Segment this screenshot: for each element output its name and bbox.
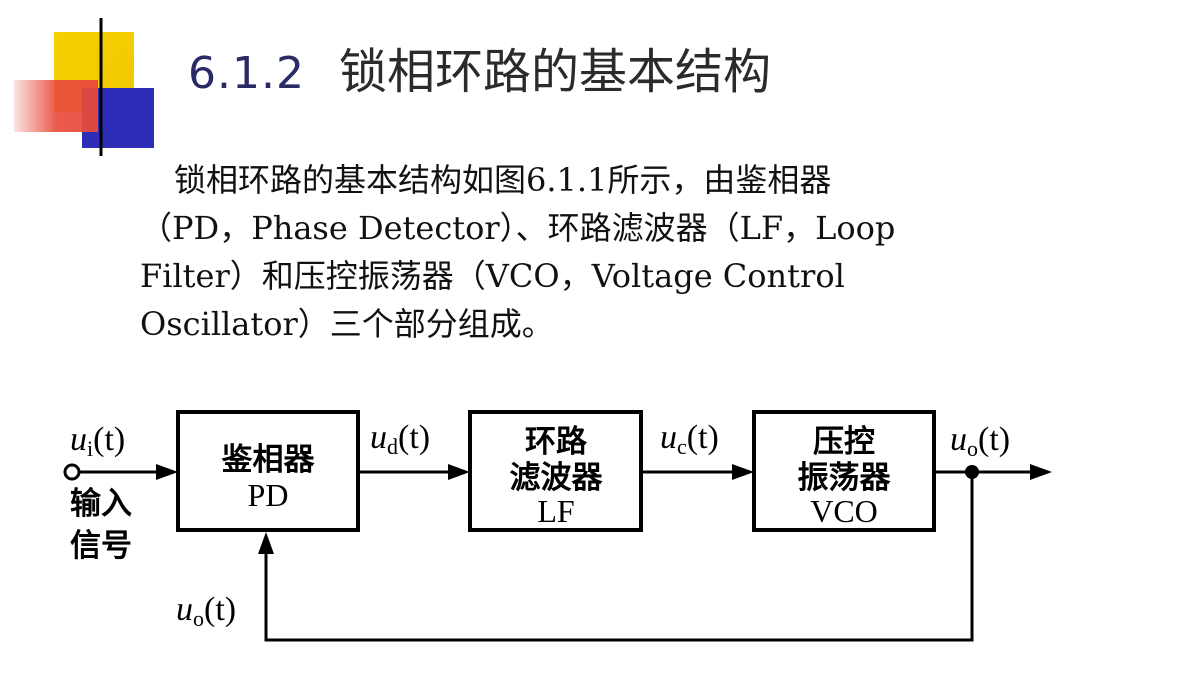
lf-block-en-label: LF	[537, 493, 574, 529]
input-terminal	[63, 463, 81, 481]
pd-block-en-label: PD	[248, 477, 289, 513]
input-label-line-2: 信号	[70, 528, 132, 564]
lf-block-cn-label-1: 环路	[525, 424, 588, 460]
vco-block-cn-label-1: 压控	[813, 424, 875, 460]
vco-block-en-label: VCO	[810, 493, 878, 529]
lf-block: 环路 滤波器 LF	[468, 410, 643, 532]
input-signal-label: ui(t)	[70, 421, 125, 461]
deco-red-square	[14, 80, 98, 132]
vco-block-cn-label-2: 振荡器	[798, 460, 892, 496]
input-arrowhead	[156, 464, 178, 480]
title-text: 锁相环路的基本结构	[338, 44, 771, 100]
lf-vco-arrowhead	[732, 464, 754, 480]
paragraph-line: Oscillator）三个部分组成。	[140, 305, 554, 343]
description-paragraph: 锁相环路的基本结构如图6.1.1所示，由鉴相器 （PD，Phase Detect…	[140, 156, 1020, 348]
paragraph-line: Filter）和压控振荡器（VCO，Voltage Control	[140, 257, 845, 295]
vco-output-signal-label: uo(t)	[950, 421, 1010, 461]
feedback-arrowhead	[258, 532, 274, 554]
pd-block-cn-label: 鉴相器	[221, 442, 316, 478]
feedback-wire	[264, 472, 974, 642]
pd-output-signal-label: ud(t)	[370, 419, 430, 459]
feedback-signal-label: uo(t)	[176, 591, 236, 631]
vco-block: 压控 振荡器 VCO	[752, 410, 936, 532]
pd-lf-arrowhead	[448, 464, 470, 480]
pd-block: 鉴相器 PD	[176, 410, 360, 532]
slide-title: 6.1.2 锁相环路的基本结构	[188, 40, 771, 106]
corner-decoration	[14, 18, 1000, 156]
paragraph-line: 锁相环路的基本结构如图6.1.1所示，由鉴相器	[174, 161, 832, 199]
output-arrowhead	[1030, 464, 1052, 480]
paragraph-line: （PD，Phase Detector）、环路滤波器（LF，Loop	[140, 209, 896, 247]
section-number: 6.1.2	[188, 48, 305, 99]
junction-dot	[965, 465, 979, 479]
input-label-line-1: 输入	[70, 486, 132, 522]
lf-output-signal-label: uc(t)	[660, 419, 719, 459]
lf-block-cn-label-2: 滤波器	[510, 460, 604, 496]
